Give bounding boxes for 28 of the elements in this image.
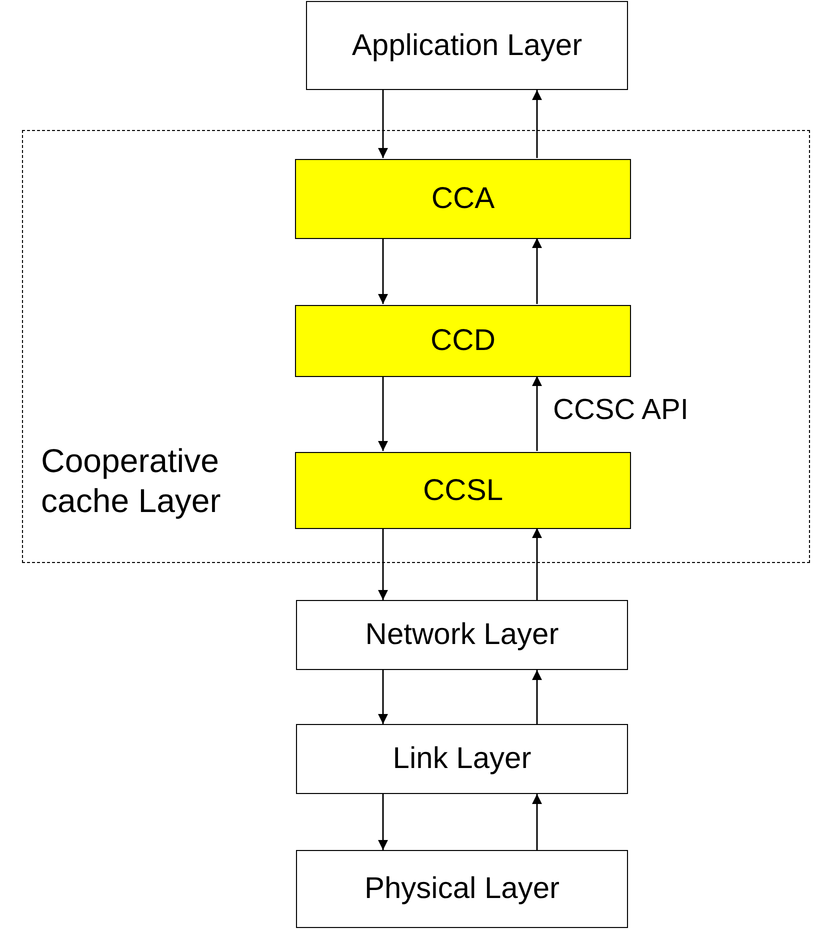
- layer-label: CCD: [430, 324, 496, 358]
- layer-label: Physical Layer: [364, 872, 560, 906]
- component-box: [295, 159, 631, 239]
- arrow: [378, 90, 388, 158]
- arrow: [532, 376, 542, 451]
- layer-group-band: [22, 130, 810, 563]
- arrow: [378, 670, 388, 724]
- layer-label: Application Layer: [352, 28, 582, 62]
- arrow: [532, 528, 542, 600]
- arrow: [378, 376, 388, 451]
- layer-box: [296, 850, 628, 928]
- arrow: [532, 238, 542, 304]
- group-label: Cooperative cache Layer: [41, 441, 222, 521]
- layer-box: [296, 600, 628, 670]
- arrow: [378, 528, 388, 600]
- layer-box: [306, 1, 628, 90]
- arrow: [532, 670, 542, 724]
- component-box: [295, 305, 631, 377]
- arrow: [378, 238, 388, 304]
- layer-label: Link Layer: [392, 742, 532, 776]
- layer-label: Network Layer: [365, 618, 559, 652]
- layer-label: CCSL: [422, 474, 504, 508]
- arrow: [378, 794, 388, 850]
- component-box: [295, 452, 631, 529]
- arrow: [532, 90, 542, 158]
- layer-box: [296, 724, 628, 794]
- arrow: [532, 794, 542, 850]
- layer-label: CCA: [431, 182, 495, 216]
